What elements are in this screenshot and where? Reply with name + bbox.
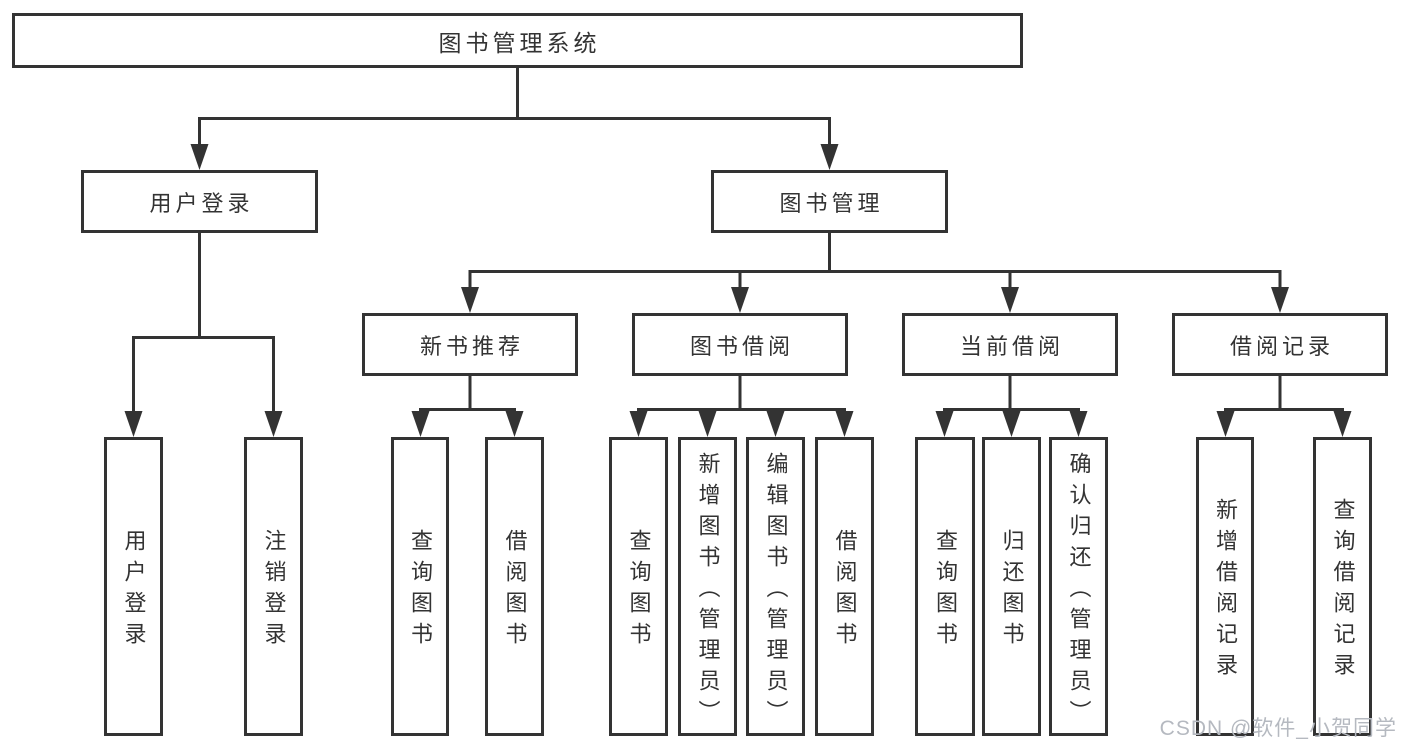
node-leaf-confirm-return-admin: 确认归还（管理员） — [1049, 437, 1108, 736]
node-new-book-recommend: 新书推荐 — [362, 313, 578, 376]
node-leaf-return-book: 归还图书 — [982, 437, 1041, 736]
node-new-book-recommend-label: 新书推荐 — [419, 333, 524, 359]
node-leaf-query-books-recommend: 查询图书 — [391, 437, 449, 736]
node-leaf-query-borrow-record: 查询借阅记录 — [1313, 437, 1372, 736]
node-borrowing-records: 借阅记录 — [1172, 313, 1388, 376]
node-leaf-query-books-current: 查询图书 — [915, 437, 975, 736]
connector-spines — [133, 68, 1343, 411]
node-borrowing-records-label: 借阅记录 — [1229, 333, 1334, 359]
arrowheads — [124, 117, 1352, 437]
node-book-borrowing-label: 图书借阅 — [689, 333, 794, 359]
node-leaf-query-books-borrowing: 查询图书 — [609, 437, 668, 736]
node-leaf-logout: 注销登录 — [244, 437, 303, 736]
node-library-system: 图书管理系统 — [12, 13, 1023, 68]
node-current-borrowing-label: 当前借阅 — [959, 333, 1064, 359]
node-leaf-borrow-books-recommend: 借阅图书 — [485, 437, 544, 736]
node-book-management: 图书管理 — [711, 170, 948, 233]
node-leaf-add-borrow-record: 新增借阅记录 — [1196, 437, 1254, 736]
node-leaf-edit-book-admin: 编辑图书（管理员） — [746, 437, 805, 736]
csdn-watermark: CSDN @软件_小贺同学 — [1159, 717, 1397, 740]
node-book-borrowing: 图书借阅 — [632, 313, 848, 376]
node-current-borrowing: 当前借阅 — [902, 313, 1118, 376]
node-book-management-label: 图书管理 — [779, 190, 884, 216]
node-user-login-label: 用户登录 — [149, 190, 254, 216]
node-user-login: 用户登录 — [81, 170, 318, 233]
node-leaf-add-book-admin: 新增图书（管理员） — [678, 437, 737, 736]
node-library-system-label: 图书管理系统 — [438, 29, 601, 56]
node-leaf-user-login: 用户登录 — [104, 437, 163, 736]
node-leaf-borrow-book: 借阅图书 — [815, 437, 874, 736]
